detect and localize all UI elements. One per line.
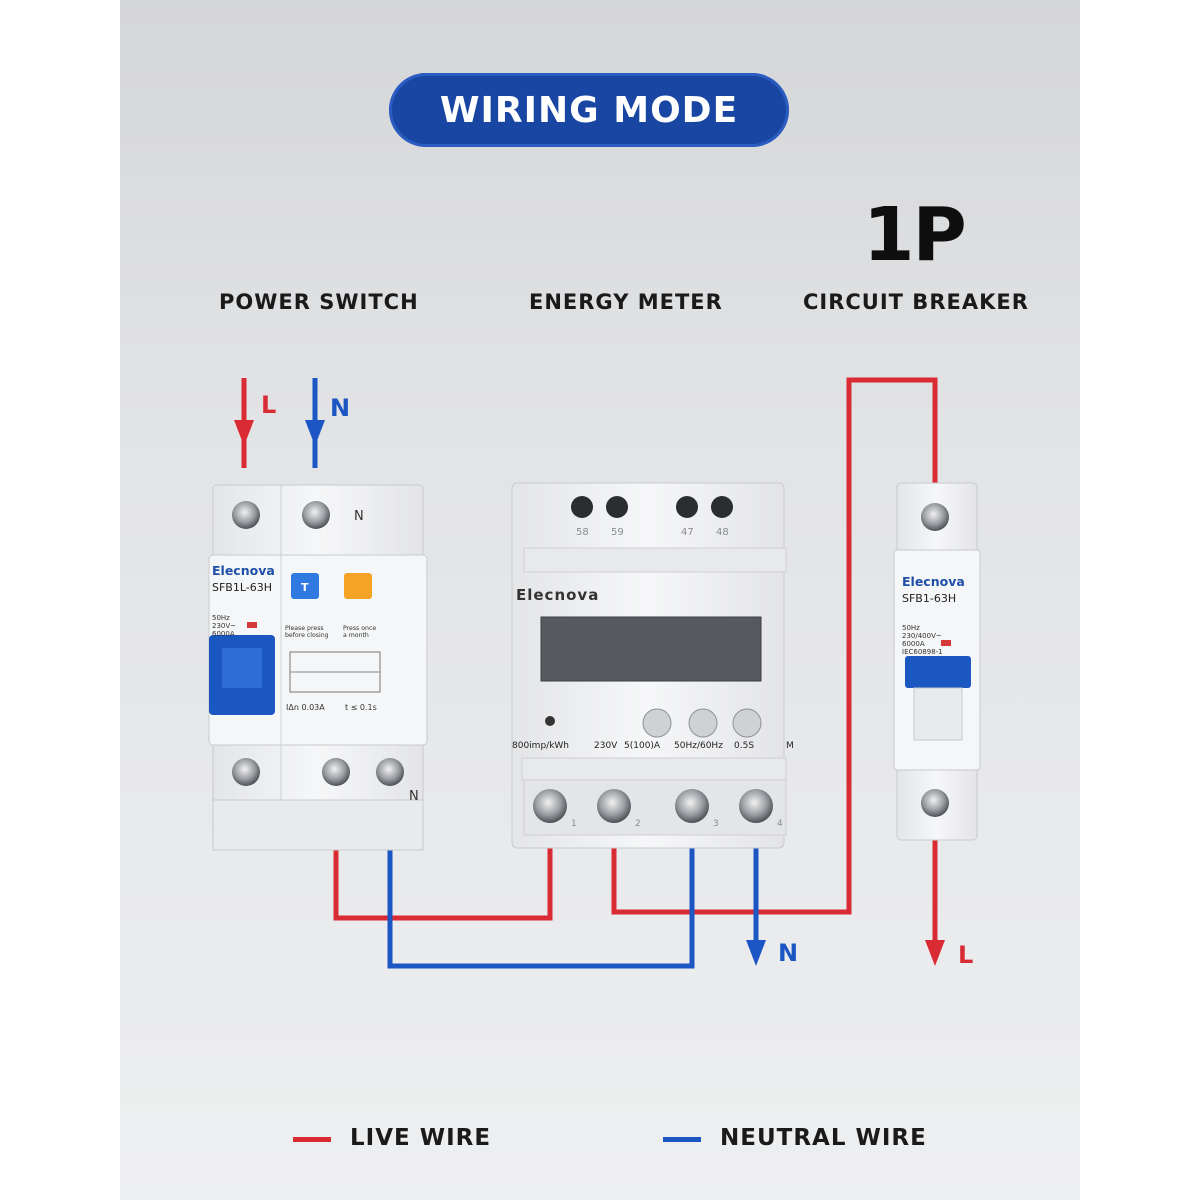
breaker-screw-bottom <box>921 789 949 817</box>
meter-top-terminal-58 <box>571 496 593 518</box>
energy-meter-device <box>511 482 787 849</box>
switch-spec-line: IΔn 0.03A <box>286 703 325 712</box>
meter-top-label-48: 48 <box>716 527 729 538</box>
meter-button-left <box>642 708 672 738</box>
section-label-power-switch: POWER SWITCH <box>219 290 419 314</box>
page-title: WIRING MODE <box>389 73 789 147</box>
switch-trip-time: t ≤ 0.1s <box>345 703 377 712</box>
switch-screw-top-2 <box>302 501 330 529</box>
breaker-rating-2: 230/400V~ <box>902 632 942 640</box>
switch-screw-bottom-2 <box>322 758 350 786</box>
meter-current: 5(100)A <box>624 741 661 751</box>
switch-screw-bottom-1 <box>232 758 260 786</box>
switch-rating-2: 230V~ <box>212 622 236 630</box>
meter-bottom-label-2: 2 <box>635 819 641 829</box>
switch-model: SFB1L-63H <box>212 581 272 594</box>
neutral-wire-switch-to-meter <box>387 800 695 969</box>
legend-live-swatch <box>293 1137 331 1142</box>
meter-brand: Elecnova <box>516 586 599 604</box>
breaker-screw-top <box>921 503 949 531</box>
switch-rating-3: 6000A <box>212 630 235 638</box>
meter-bottom-terminal-3 <box>675 789 709 823</box>
wire-letter-input-neutral: N <box>330 394 351 422</box>
breaker-rating-3: 6000A <box>902 640 925 648</box>
meter-top-terminal-47 <box>676 496 698 518</box>
pole-label: 1P <box>863 192 967 278</box>
section-label-energy-meter: ENERGY METER <box>529 290 723 314</box>
meter-bottom-terminal-2 <box>597 789 631 823</box>
legend-live-label: LIVE WIRE <box>350 1125 492 1151</box>
meter-bottom-terminal-4 <box>739 789 773 823</box>
breaker-brand: Elecnova <box>902 574 965 589</box>
meter-top-label-59: 59 <box>611 527 624 538</box>
arrow-neutral-input <box>305 420 325 446</box>
wire-letter-output-neutral: N <box>778 939 799 967</box>
switch-screw-bottom-3 <box>376 758 404 786</box>
breaker-rating-1: 50Hz <box>902 624 920 632</box>
switch-screw-top-1 <box>232 501 260 529</box>
meter-top-label-58: 58 <box>576 527 589 538</box>
arrow-live-output <box>925 940 945 966</box>
live-wire-meter-to-breaker <box>611 377 938 915</box>
switch-test-letter: T <box>301 581 309 594</box>
legend-neutral-label: NEUTRAL WIRE <box>720 1125 927 1151</box>
test-button-orange <box>344 573 372 599</box>
switch-instruction-right-2: a month <box>343 632 369 639</box>
meter-frequency: 50Hz/60Hz <box>674 741 723 751</box>
live-wire-switch-to-meter <box>333 800 553 921</box>
meter-m-mark: M <box>786 741 794 751</box>
meter-bottom-label-3: 3 <box>713 819 719 829</box>
wire-letter-input-live: L <box>261 391 277 419</box>
test-button-blue <box>291 573 319 599</box>
switch-instruction-right-1: Press once <box>343 625 376 632</box>
meter-bottom-terminal-1 <box>533 789 567 823</box>
breaker-model: SFB1-63H <box>902 592 956 605</box>
meter-pulse-rate: 800imp/kWh <box>512 741 569 751</box>
meter-top-terminal-48 <box>711 496 733 518</box>
switch-neutral-bottom: N <box>409 789 419 804</box>
arrow-neutral-output <box>746 940 766 966</box>
switch-instruction-left-2: before closing <box>285 632 329 639</box>
breaker-rating-4: IEC60898-1 <box>902 648 943 656</box>
meter-top-label-47: 47 <box>681 527 694 538</box>
meter-button-up <box>688 708 718 738</box>
circuit-breaker-device <box>893 482 981 841</box>
meter-bottom-label-4: 4 <box>777 819 783 829</box>
meter-lcd <box>540 616 762 682</box>
meter-bottom-label-1: 1 <box>571 819 577 829</box>
meter-button-enter <box>732 708 762 738</box>
switch-neutral-top: N <box>354 509 364 524</box>
meter-voltage: 230V <box>594 741 618 751</box>
legend-neutral-swatch <box>663 1137 701 1142</box>
switch-brand: Elecnova <box>212 563 275 578</box>
wire-letter-output-live: L <box>958 941 974 969</box>
meter-accuracy-class: 0.5S <box>734 741 754 751</box>
section-label-circuit-breaker: CIRCUIT BREAKER <box>803 290 1029 314</box>
breaker-handle <box>905 656 971 688</box>
switch-instruction-left-1: Please press <box>285 625 324 632</box>
meter-top-terminal-59 <box>606 496 628 518</box>
power-switch-device <box>208 484 428 851</box>
switch-rating-1: 50Hz <box>212 614 230 622</box>
arrow-live-input <box>234 420 254 446</box>
